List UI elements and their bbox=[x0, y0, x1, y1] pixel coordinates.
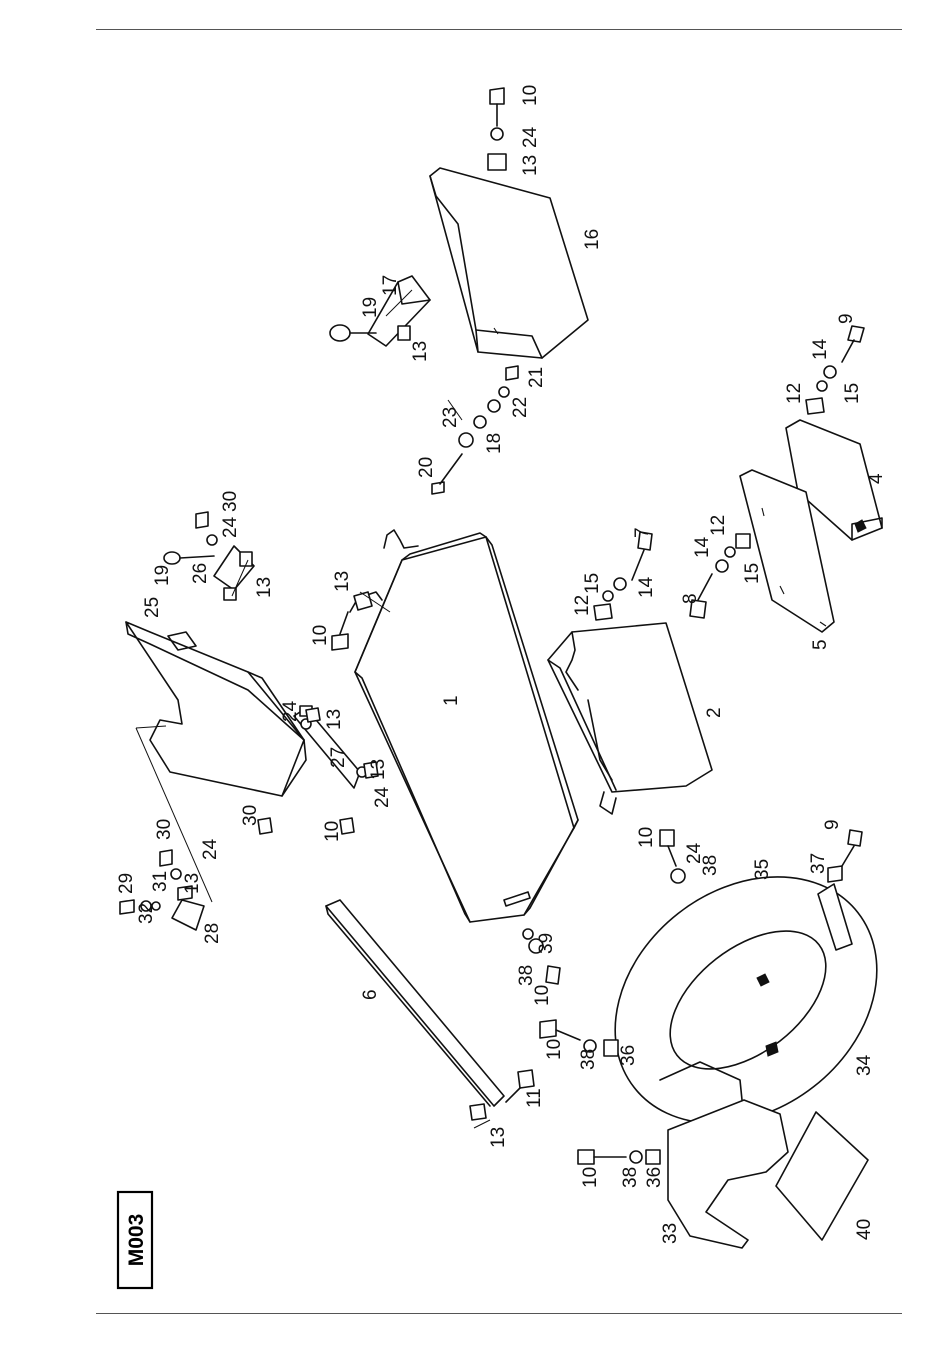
callout-12-right: 12 bbox=[784, 383, 805, 404]
callout-13-guard-a: 13 bbox=[324, 709, 345, 730]
callout-10-39: 10 bbox=[532, 985, 553, 1006]
callout-13-19: 13 bbox=[410, 341, 431, 362]
callout-27: 27 bbox=[328, 747, 349, 768]
callout-23: 23 bbox=[440, 407, 461, 428]
callout-10-33: 10 bbox=[580, 1167, 601, 1188]
callout-40: 40 bbox=[854, 1219, 875, 1240]
callout-12-plate: 12 bbox=[708, 515, 729, 536]
callout-10-bracket: 10 bbox=[310, 625, 331, 646]
callout-13-bracket: 13 bbox=[332, 571, 353, 592]
fastener-stack-37 bbox=[828, 830, 862, 882]
callout-17: 17 bbox=[380, 275, 401, 296]
callout-37: 37 bbox=[808, 853, 829, 874]
callout-36-33: 36 bbox=[644, 1167, 665, 1188]
callout-10-top: 10 bbox=[520, 85, 541, 106]
callout-30-guard: 30 bbox=[240, 805, 261, 826]
callout-16: 16 bbox=[582, 229, 603, 250]
callout-30-28: 30 bbox=[154, 819, 175, 840]
callout-13-26: 13 bbox=[254, 577, 275, 598]
callout-5: 5 bbox=[810, 639, 831, 650]
callout-34: 34 bbox=[854, 1054, 875, 1076]
callout-15-middle: 15 bbox=[582, 573, 603, 594]
callout-15-right: 15 bbox=[842, 383, 863, 404]
fastener-stack-35 bbox=[660, 830, 685, 883]
callout-13-top: 13 bbox=[520, 155, 541, 176]
callout-19-26: 19 bbox=[152, 565, 173, 586]
callout-14-plate: 14 bbox=[692, 536, 713, 558]
drawing-code-box: M003 bbox=[118, 1192, 152, 1288]
fastener-stack-19-13-top bbox=[330, 325, 410, 341]
callout-8: 8 bbox=[680, 593, 701, 604]
fastener-stack-bracket-1 bbox=[332, 592, 372, 650]
callout-13-bar: 13 bbox=[488, 1127, 509, 1148]
callout-39: 39 bbox=[536, 933, 557, 954]
callout-10-36: 10 bbox=[544, 1039, 565, 1060]
callout-33: 33 bbox=[660, 1223, 681, 1244]
callout-4: 4 bbox=[866, 473, 887, 484]
callout-13-28: 13 bbox=[182, 873, 203, 894]
callout-19-top: 19 bbox=[360, 297, 381, 318]
callout-2: 2 bbox=[704, 707, 725, 718]
callout-24-26: 24 bbox=[220, 516, 241, 538]
callout-22: 22 bbox=[510, 397, 531, 418]
callout-38-39: 38 bbox=[516, 965, 537, 986]
callout-14-right: 14 bbox=[810, 338, 831, 360]
callout-38-33: 38 bbox=[620, 1167, 641, 1188]
callout-25: 25 bbox=[142, 597, 163, 618]
callout-9-right: 9 bbox=[836, 313, 857, 324]
callout-26: 26 bbox=[190, 563, 211, 584]
callout-7: 7 bbox=[632, 527, 653, 538]
drawing-code: M003 bbox=[125, 1214, 148, 1267]
callout-15-plate: 15 bbox=[742, 563, 763, 584]
callout-38-36: 38 bbox=[578, 1049, 599, 1070]
callout-29: 29 bbox=[116, 873, 137, 894]
callout-13-guard-b: 13 bbox=[368, 759, 389, 780]
callout-10-35: 10 bbox=[636, 827, 657, 848]
callout-12-middle: 12 bbox=[572, 595, 593, 616]
callout-24-guard-a: 24 bbox=[280, 700, 301, 722]
part-28-angle bbox=[172, 900, 204, 930]
callout-9-ring: 9 bbox=[822, 819, 843, 830]
callout-20: 20 bbox=[416, 457, 437, 478]
callout-24-28: 24 bbox=[200, 838, 221, 860]
callout-10-guard: 10 bbox=[322, 821, 343, 842]
part-25-guard bbox=[126, 622, 306, 796]
callout-28: 28 bbox=[202, 923, 223, 944]
part-1-housing bbox=[350, 530, 578, 922]
callout-24-top: 24 bbox=[520, 126, 541, 148]
part-2-tray bbox=[548, 623, 712, 814]
callout-35: 35 bbox=[752, 859, 773, 880]
callout-11: 11 bbox=[524, 1088, 545, 1108]
fastener-stack-33 bbox=[578, 1150, 660, 1164]
callout-30-26: 30 bbox=[220, 491, 241, 512]
part-6-bar bbox=[326, 900, 504, 1106]
fastener-stack-top-right bbox=[488, 88, 506, 170]
fastener-stack-18-23 bbox=[432, 366, 518, 494]
callout-36-ring: 36 bbox=[618, 1045, 639, 1066]
callout-21: 21 bbox=[526, 367, 547, 388]
callout-38-35: 38 bbox=[700, 855, 721, 876]
callout-18: 18 bbox=[484, 433, 505, 454]
callout-6: 6 bbox=[360, 989, 381, 1000]
callout-14-middle: 14 bbox=[636, 576, 657, 598]
part-16-cover bbox=[430, 168, 588, 358]
callout-32: 32 bbox=[136, 903, 157, 924]
callout-1: 1 bbox=[441, 695, 462, 706]
callout-31: 31 bbox=[150, 871, 171, 892]
part-33-guard bbox=[668, 1100, 788, 1248]
callout-24-guard-b: 24 bbox=[372, 786, 393, 808]
